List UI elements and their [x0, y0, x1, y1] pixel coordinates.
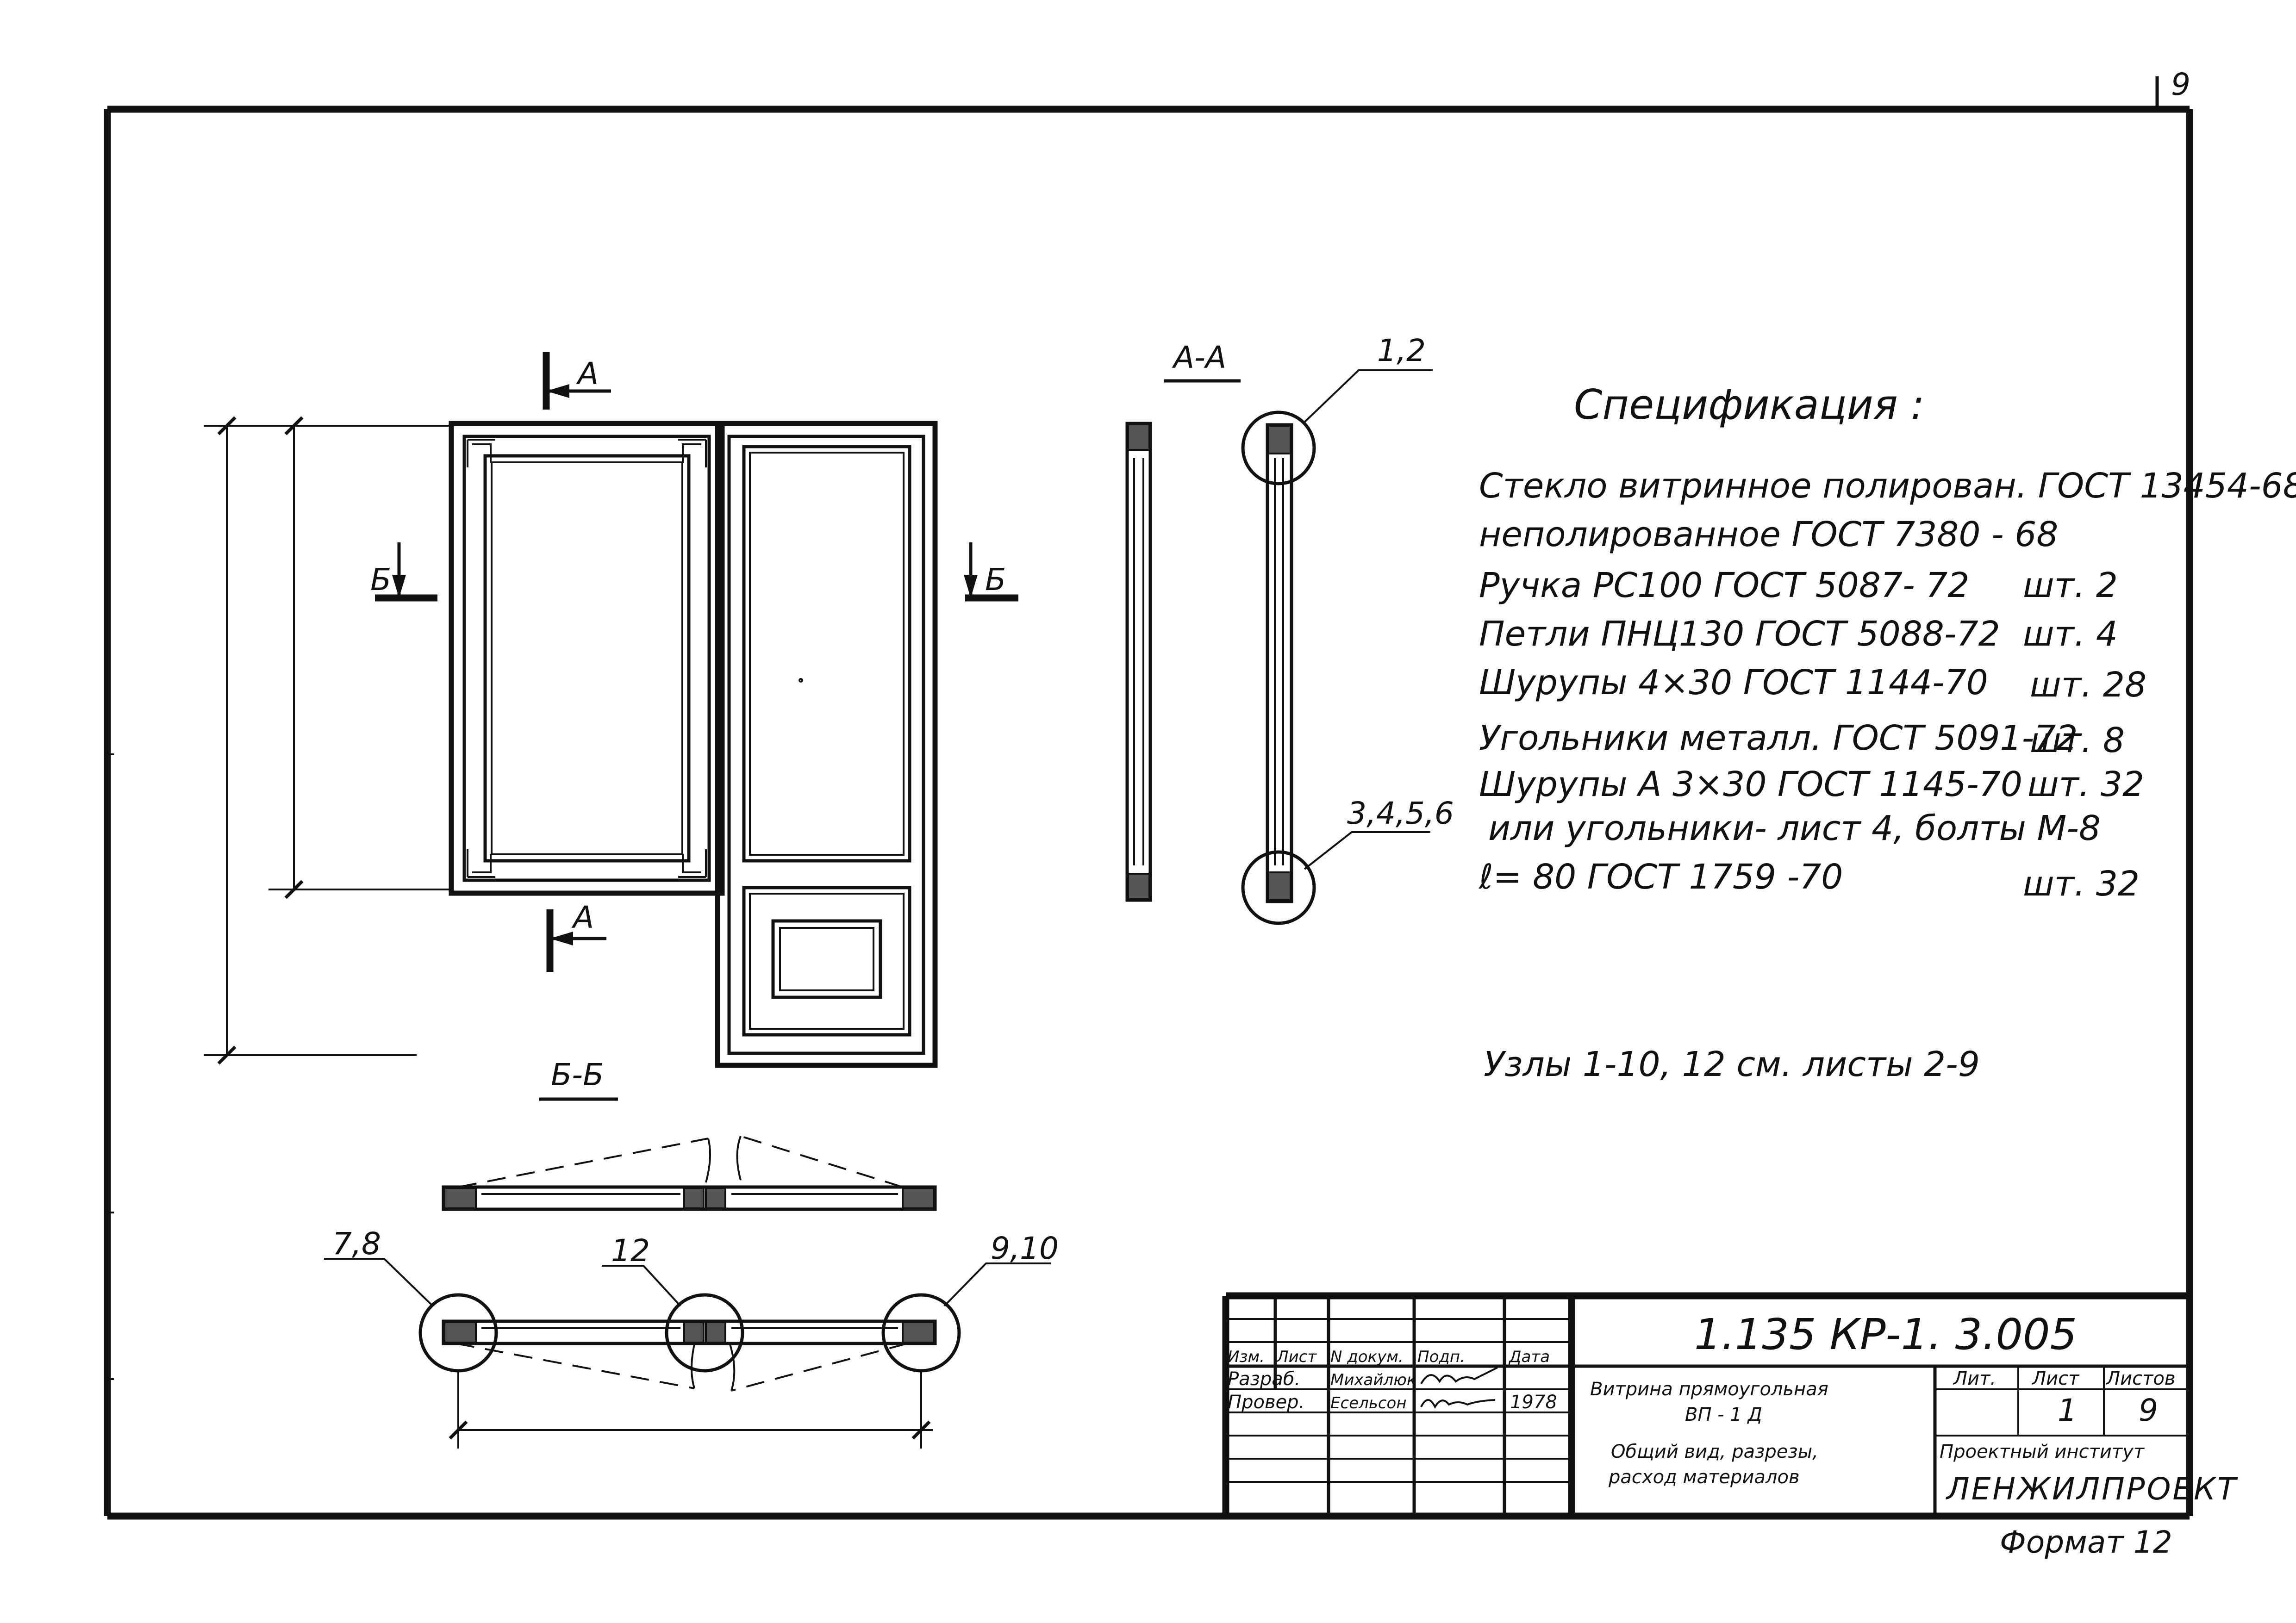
callout-9-10: 9,10: [991, 1231, 1059, 1266]
front-view-left-sash: [449, 421, 725, 896]
section-aa-simple: [1125, 422, 1152, 902]
front-view-right-leaf: [715, 421, 938, 1068]
cut-label-a-bottom: А: [571, 900, 594, 935]
title-block: [1222, 1292, 2190, 1516]
tb-description-line: ВП - 1 Д: [1685, 1404, 1762, 1425]
sheet-frame: [104, 76, 2193, 1520]
tb-signature: [1420, 1399, 1496, 1409]
tb-header-ndoc: N докум.: [1330, 1348, 1404, 1366]
margin-ticks: [107, 678, 803, 1380]
section-aa-title: А-А: [1172, 340, 1226, 375]
callout-7-8: 7,8: [332, 1226, 381, 1262]
tb-description-line: Общий вид, разрезы,: [1611, 1441, 1818, 1462]
spec-row-name: Шурупы 4×30 ГОСТ 1144-70: [1479, 663, 1988, 703]
tb-signature: [1420, 1367, 1498, 1385]
format-label: Формат 12: [2000, 1524, 2172, 1560]
height-dimensions: [204, 416, 451, 1065]
nodes-note: Узлы 1-10, 12 см. листы 2-9: [1484, 1045, 1980, 1084]
spec-row-name: Шурупы А 3×30 ГОСТ 1145-70: [1479, 765, 2022, 804]
tb-lit-label: Лит.: [1953, 1368, 1996, 1389]
tb-role: Провер.: [1228, 1392, 1304, 1413]
spec-row-qty: шт. 32: [2028, 765, 2144, 804]
section-aa-detailed: [1241, 369, 1433, 925]
spec-row-name: Ручка РС100 ГОСТ 5087- 72: [1479, 566, 1969, 605]
cut-mark-b-right: [964, 542, 1018, 602]
spec-row-name: ℓ= 80 ГОСТ 1759 -70: [1478, 857, 1843, 897]
tb-description-line: Витрина прямоугольная: [1590, 1379, 1828, 1400]
spec-row-name: или угольники- лист 4, болты М-8: [1488, 808, 2101, 848]
callout-1-2: 1,2: [1377, 333, 1426, 368]
tb-header-data: Дата: [1508, 1348, 1550, 1366]
tb-role: Разраб.: [1228, 1368, 1300, 1390]
callout-3-4-5-6: 3,4,5,6: [1347, 796, 1454, 831]
cut-mark-a-bottom: [546, 909, 606, 972]
tb-institute-name: ЛЕНЖИЛПРОЕКТ: [1946, 1471, 2238, 1507]
cut-label-b-left: Б: [370, 562, 391, 597]
tb-sheets-value: 9: [2139, 1393, 2158, 1428]
tb-header-list: Лист: [1276, 1348, 1317, 1366]
section-bb-detailed: [324, 1258, 1051, 1449]
spec-row-name: Угольники металл. ГОСТ 5091-72: [1479, 718, 2078, 758]
callout-12-bottom: 12: [611, 1233, 650, 1269]
cut-label-b-right: Б: [985, 562, 1006, 597]
tb-description-line: расход материалов: [1608, 1467, 1800, 1488]
spec-row-name: Стекло витринное полирован. ГОСТ 13454-6…: [1479, 466, 2296, 506]
spec-row-qty: шт. 2: [2023, 566, 2118, 605]
tb-sheet-value: 1: [2058, 1393, 2077, 1428]
spec-row-name: неполированное ГОСТ 7380 - 68: [1479, 515, 2058, 554]
spec-row-name: Петли ПНЦ130 ГОСТ 5088-72: [1479, 614, 2000, 654]
section-bb-title: Б-Б: [551, 1057, 604, 1093]
tb-sheet-label: Лист: [2031, 1368, 2080, 1389]
spec-row-qty: шт. 32: [2023, 864, 2140, 904]
cut-label-a-top: А: [576, 356, 599, 392]
title-block-code: 1.135 КР-1. 3.005: [1694, 1310, 2077, 1359]
section-bb-closed: [442, 1135, 937, 1211]
tb-date: 1978: [1510, 1392, 1557, 1413]
tb-header-podp: Подп.: [1417, 1348, 1465, 1366]
tb-name: Есельсон: [1330, 1394, 1407, 1412]
spec-row-qty: шт. 8: [2030, 721, 2125, 760]
sheet-number-corner: 9: [2171, 67, 2190, 102]
spec-row-qty: шт. 4: [2023, 614, 2118, 654]
tb-header-izm: Изм.: [1228, 1348, 1265, 1366]
spec-row-qty: шт. 28: [2030, 665, 2146, 705]
cut-mark-a-top: [543, 352, 611, 410]
tb-institute-label: Проектный институт: [1940, 1441, 2145, 1462]
tb-sheets-label: Листов: [2105, 1368, 2175, 1389]
cut-mark-b-left: [375, 542, 437, 602]
tb-name: Михайлюк: [1330, 1371, 1416, 1389]
spec-title: Спецификация :: [1574, 381, 1924, 429]
